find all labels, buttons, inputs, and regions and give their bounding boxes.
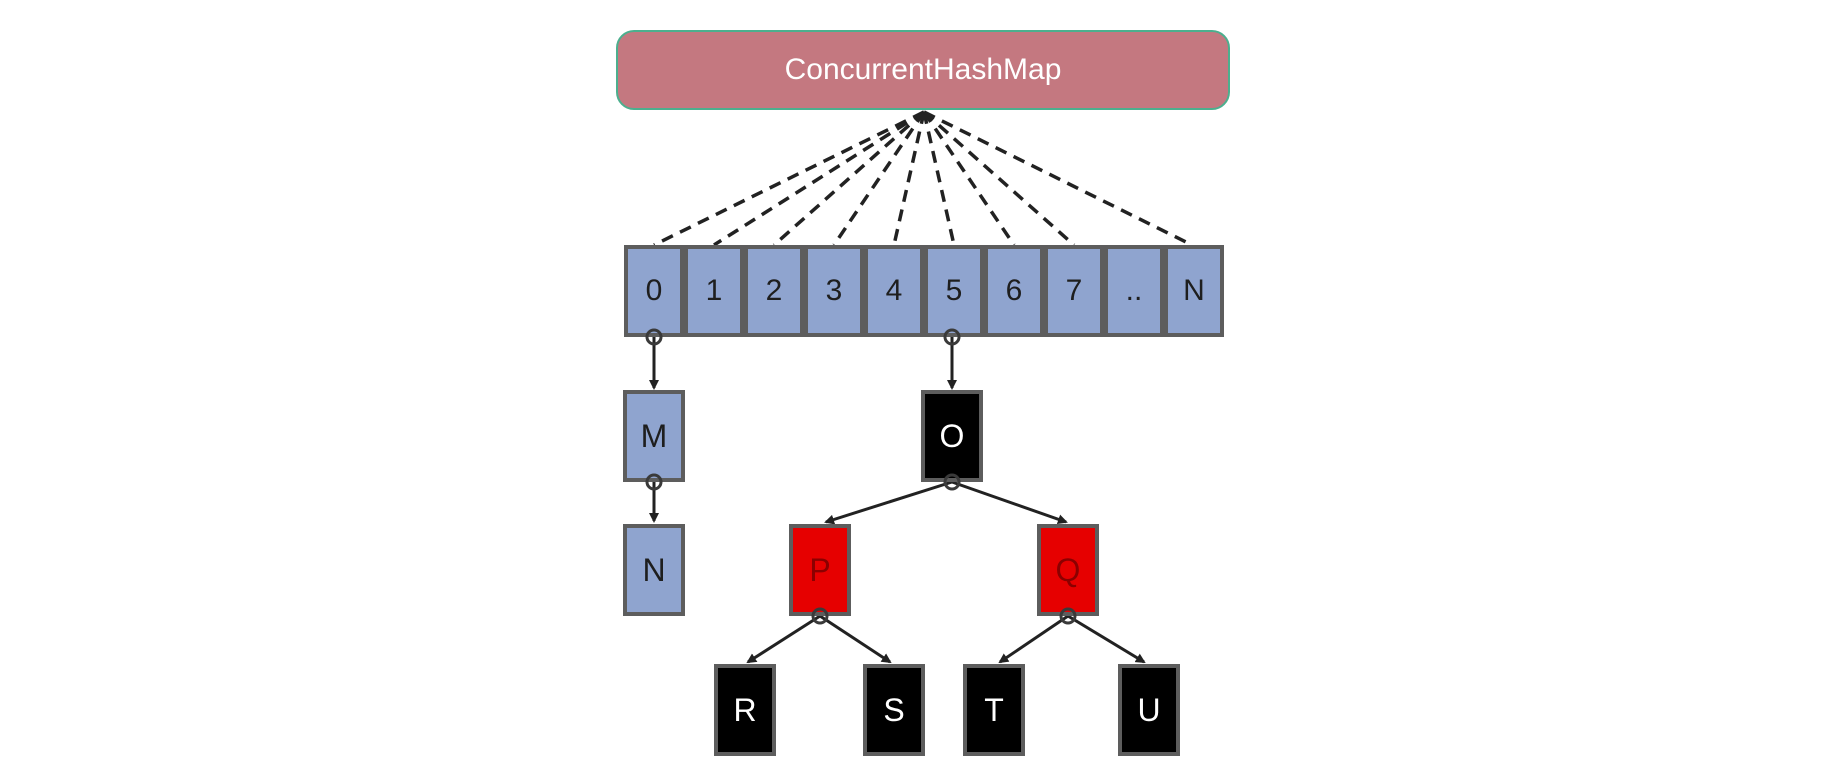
arrow-O-to-P — [824, 480, 953, 525]
bucket-1: 1 — [684, 245, 744, 337]
tree-node-o: O — [921, 390, 983, 482]
concurrent-hashmap-title: ConcurrentHashMap — [616, 30, 1230, 110]
bucket-6: 6 — [984, 245, 1044, 337]
dashed-line-0 — [653, 110, 925, 247]
dashed-line-5 — [922, 111, 956, 246]
bucket-7: 7 — [1044, 245, 1104, 337]
dashed-line-7 — [922, 110, 1076, 247]
arrow-O-to-Q — [951, 480, 1068, 525]
bucket-n: N — [1164, 245, 1224, 337]
list-node-m: M — [623, 390, 685, 482]
bucket-ellipsis: .. — [1104, 245, 1164, 337]
dashed-line-1 — [713, 110, 925, 247]
arrow-P-to-R — [746, 614, 821, 664]
tree-node-p: P — [789, 524, 851, 616]
dashed-line-6 — [922, 111, 1016, 246]
dashed-line-2 — [772, 110, 926, 247]
tree-node-t: T — [963, 664, 1025, 756]
tree-node-r: R — [714, 664, 776, 756]
bucket-5: 5 — [924, 245, 984, 337]
arrow-Q-to-U — [1067, 614, 1146, 664]
list-node-n: N — [623, 524, 685, 616]
dashed-line-8 — [923, 110, 1193, 247]
bucket-3: 3 — [804, 245, 864, 337]
bucket-4: 4 — [864, 245, 924, 337]
bucket-0: 0 — [624, 245, 684, 337]
tree-node-s: S — [863, 664, 925, 756]
dashed-line-4 — [892, 111, 926, 246]
dashed-fan-lines — [653, 110, 1193, 247]
tree-node-u: U — [1118, 664, 1180, 756]
arrow-P-to-S — [819, 614, 892, 664]
tree-node-q: Q — [1037, 524, 1099, 616]
arrow-lines — [649, 337, 1146, 664]
arrow-Q-to-T — [998, 614, 1069, 664]
bucket-2: 2 — [744, 245, 804, 337]
dashed-line-3 — [832, 111, 926, 246]
